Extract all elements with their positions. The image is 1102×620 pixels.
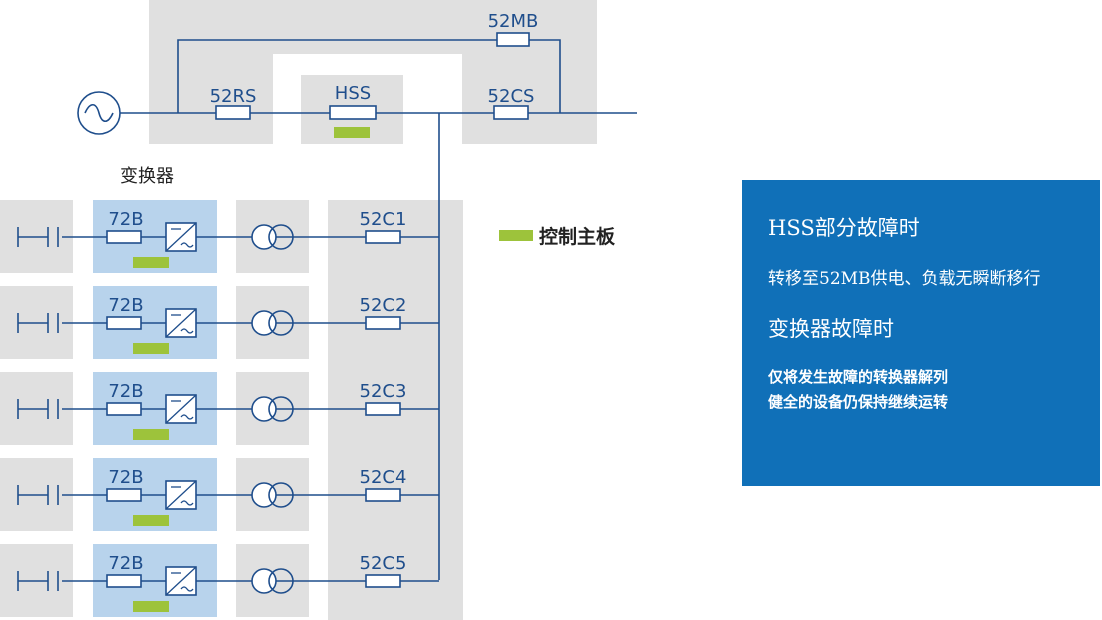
label-52cs: 52CS (488, 86, 535, 107)
breaker-52rs-icon (215, 105, 251, 120)
legend-label: 控制主板 (539, 225, 616, 248)
breaker-52cs-icon (493, 105, 529, 120)
bypass-panel (149, 54, 273, 144)
converter-icon (165, 222, 197, 252)
breaker-52mb-icon (496, 32, 530, 47)
row-2: 72B 52C2 (17, 295, 439, 354)
label-feeder-breaker: 52C3 (360, 381, 407, 402)
legend-swatch (499, 230, 533, 241)
converter-icon (165, 566, 197, 596)
control-board (133, 601, 169, 612)
control-board (133, 515, 169, 526)
breaker-72b-icon (106, 574, 142, 588)
label-72b: 72B (108, 295, 143, 316)
row-4: 72B 52C4 (17, 467, 439, 526)
label-52rs: 52RS (210, 86, 257, 107)
label-hss: HSS (335, 83, 371, 104)
row-3: 72B 52C3 (17, 381, 439, 440)
converter-icon (165, 480, 197, 510)
breaker-72b-icon (106, 402, 142, 416)
breaker-72b-icon (106, 488, 142, 502)
info-line-5: 健全的设备仍保持继续运转 (768, 393, 949, 411)
control-board (133, 429, 169, 440)
transformer-icon (251, 224, 294, 250)
label-feeder-breaker: 52C2 (360, 295, 407, 316)
rows: 72B 52C1 72B 52C2 72B 52C3 72B 52C4 72B 52C5 (17, 209, 439, 612)
info-line-1: HSS部分故障时 (768, 216, 920, 240)
breaker-72b-icon (106, 316, 142, 330)
label-52mb: 52MB (488, 11, 539, 32)
control-board (133, 257, 169, 268)
label-feeder-breaker: 52C4 (360, 467, 407, 488)
label-feeder-breaker: 52C1 (360, 209, 407, 230)
main-bus-lines (120, 39, 637, 580)
transformer-icon (251, 568, 294, 594)
breaker-feeder-icon (365, 402, 401, 416)
dc-capacitor-icon (17, 313, 59, 333)
breaker-feeder-icon (365, 316, 401, 330)
breaker-hss-icon (329, 105, 377, 120)
breaker-feeder-icon (365, 230, 401, 244)
row-5: 72B 52C5 (17, 553, 439, 612)
label-72b: 72B (108, 209, 143, 230)
label-72b: 72B (108, 553, 143, 574)
label-72b: 72B (108, 381, 143, 402)
dc-capacitor-icon (17, 399, 59, 419)
transformer-icon (251, 396, 294, 422)
info-line-2: 转移至52MB供电、负载无瞬断移行 (768, 269, 1041, 289)
ac-source-icon (77, 91, 121, 135)
control-board (133, 343, 169, 354)
breaker-72b-icon (106, 230, 142, 244)
info-line-4: 仅将发生故障的转换器解列 (768, 368, 949, 386)
info-line-4-5: 仅将发生故障的转换器解列 健全的设备仍保持继续运转 (768, 365, 1100, 415)
dc-capacitor-icon (17, 571, 59, 591)
info-box: HSS部分故障时 转移至52MB供电、负载无瞬断移行 变换器故障时 仅将发生故障… (742, 180, 1100, 486)
breaker-feeder-icon (365, 488, 401, 502)
transformer-icon (251, 310, 294, 336)
output-switch-panel (462, 54, 597, 144)
hss-control-board (334, 127, 370, 138)
label-feeder-breaker: 52C5 (360, 553, 407, 574)
converter-icon (165, 394, 197, 424)
row-1: 72B 52C1 (17, 209, 439, 268)
breaker-feeder-icon (365, 574, 401, 588)
converter-icon (165, 308, 197, 338)
converter-heading: 变换器 (120, 166, 174, 187)
info-line-3: 变换器故障时 (768, 317, 894, 341)
transformer-icon (251, 482, 294, 508)
label-72b: 72B (108, 467, 143, 488)
dc-capacitor-icon (17, 227, 59, 247)
dc-capacitor-icon (17, 485, 59, 505)
